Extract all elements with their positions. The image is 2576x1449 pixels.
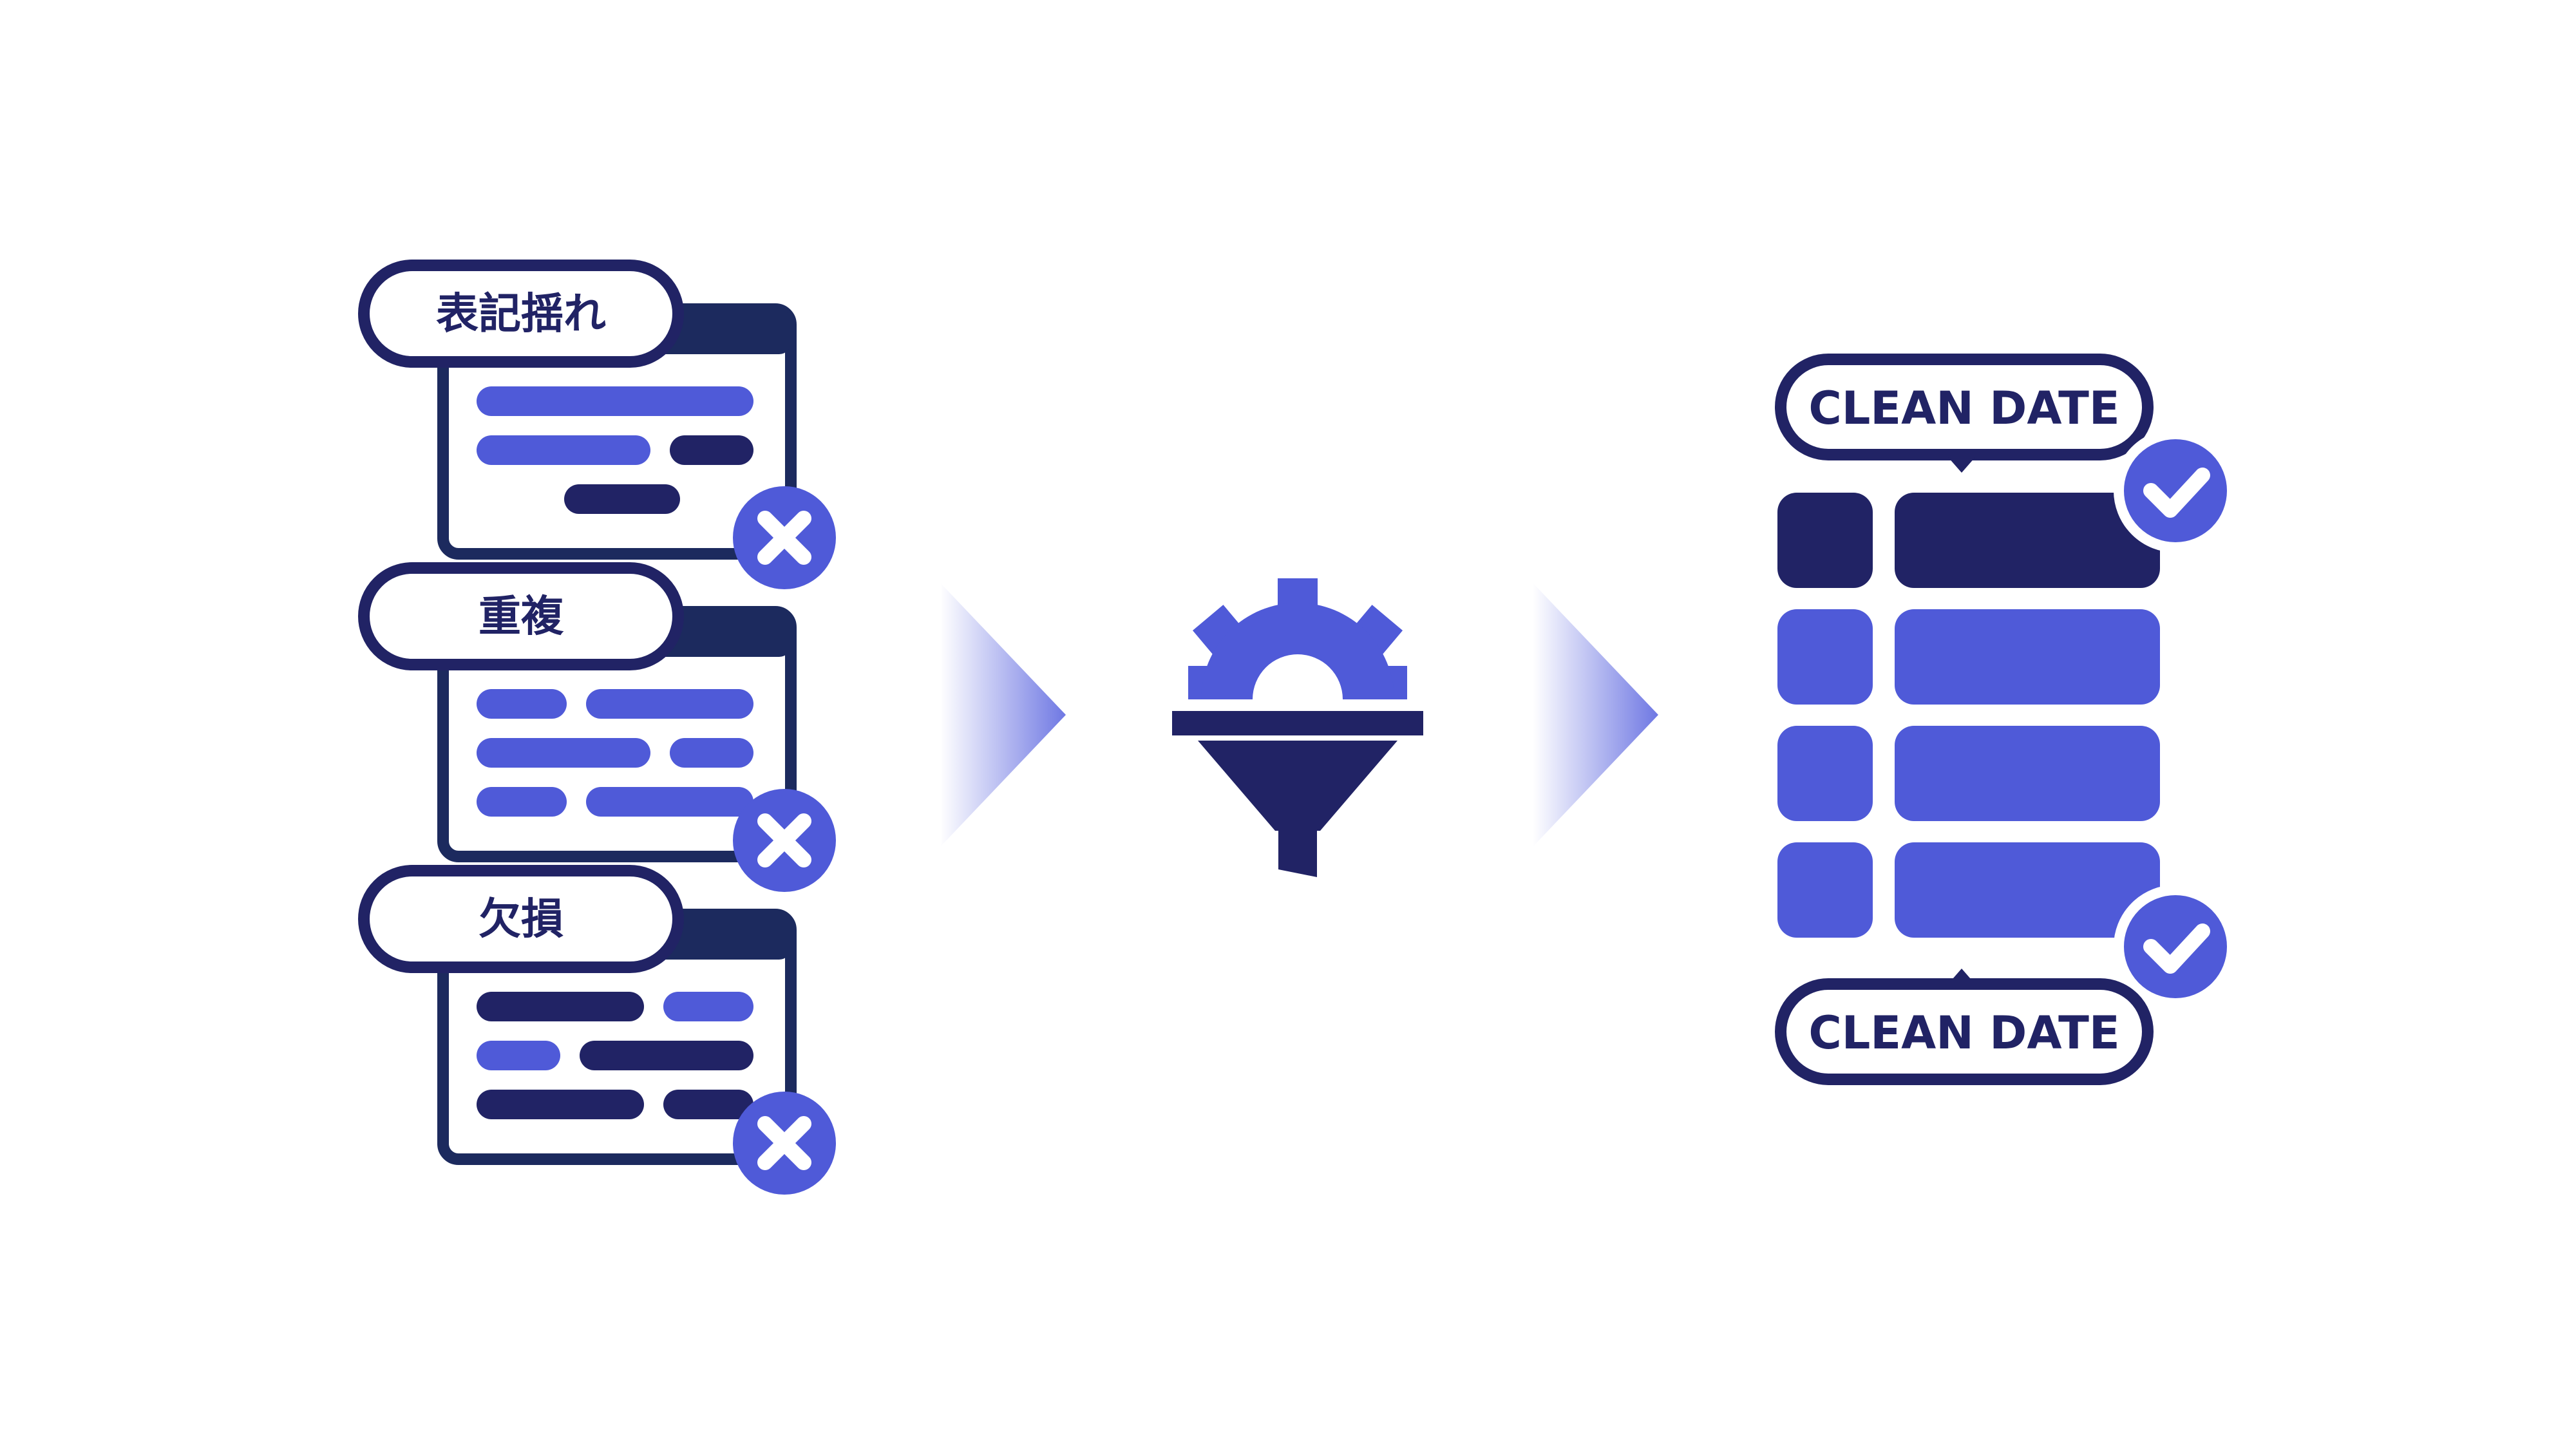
content-line — [477, 435, 650, 465]
flow-arrow-icon — [1533, 583, 1658, 847]
content-line — [477, 1090, 644, 1119]
data-cell — [1895, 493, 2160, 588]
data-cell — [1777, 493, 1873, 588]
x-icon — [733, 486, 836, 589]
x-icon — [733, 1092, 836, 1195]
filter-gear-icon — [1172, 578, 1423, 877]
content-line — [586, 689, 753, 719]
content-line — [477, 992, 644, 1021]
content-line — [564, 484, 680, 514]
content-line — [477, 1041, 560, 1070]
clean-data-label: CLEAN DATE — [1808, 1007, 2119, 1059]
x-icon — [733, 789, 836, 892]
check-icon — [2114, 885, 2237, 1009]
flow-arrow-icon — [940, 583, 1066, 847]
check-icon — [2114, 429, 2237, 553]
data-cell — [1777, 609, 1873, 705]
content-line — [477, 386, 753, 416]
data-cell — [1895, 726, 2160, 821]
content-line — [586, 787, 753, 817]
problem-card-missing: 欠損 — [358, 865, 836, 1195]
content-line — [670, 435, 753, 465]
clean-data-top-label: CLEAN DATE — [1775, 354, 2154, 473]
label-pill — [358, 260, 684, 368]
problem-label-missing: 欠損 — [478, 895, 564, 944]
problem-label-inconsistency: 表記揺れ — [436, 289, 606, 339]
content-line — [477, 689, 567, 719]
problem-label-duplicate: 重複 — [478, 592, 564, 641]
content-line — [477, 738, 650, 768]
content-line — [670, 738, 753, 768]
data-cell — [1895, 609, 2160, 705]
clean-data-bottom-label: CLEAN DATE — [1775, 969, 2154, 1085]
content-line — [663, 1090, 753, 1119]
content-line — [477, 787, 567, 817]
data-cell — [1777, 726, 1873, 821]
problem-card-inconsistency: 表記揺れ — [358, 260, 836, 589]
data-cell — [1777, 842, 1873, 938]
clean-data-block: CLEAN DATE CLEAN DATE — [1775, 354, 2237, 1085]
problem-card-duplicate: 重複 — [358, 562, 836, 892]
label-pill — [358, 562, 684, 670]
content-line — [580, 1041, 753, 1070]
clean-data-label: CLEAN DATE — [1808, 382, 2119, 435]
data-cell — [1895, 842, 2160, 938]
content-line — [663, 992, 753, 1021]
label-pill — [358, 865, 684, 973]
